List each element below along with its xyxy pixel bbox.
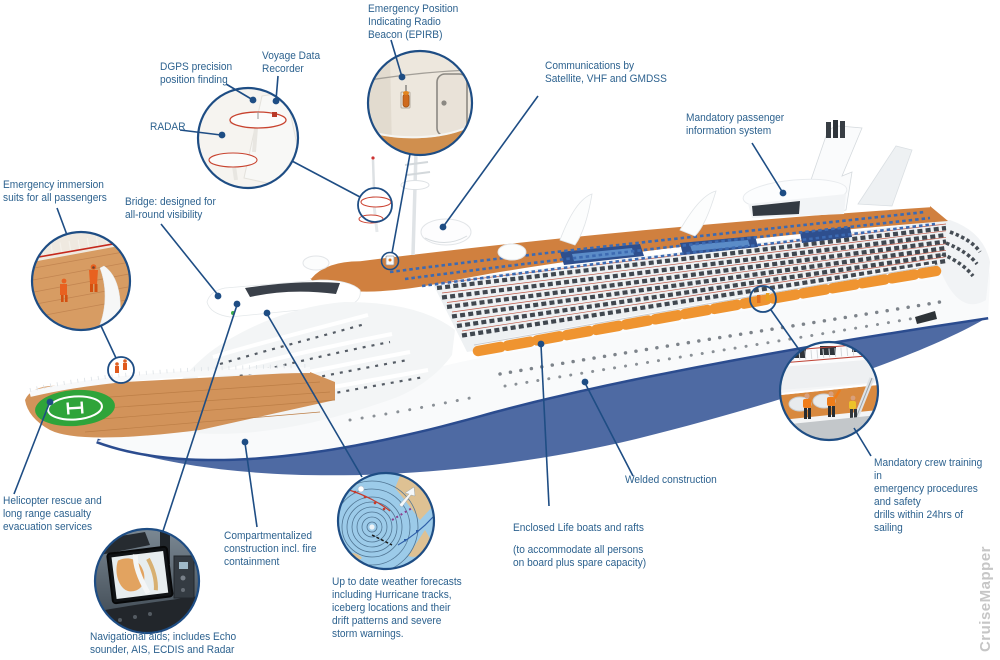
- epirb-callout-circle: [366, 49, 474, 157]
- foredeck: [25, 364, 336, 438]
- label-passenger-info: Mandatory passenger information system: [686, 112, 785, 137]
- highlight-epirb-station: [380, 251, 400, 271]
- label-dgps: DGPS precision position finding: [160, 61, 233, 86]
- label-lifeboats: Enclosed Life boats and rafts (to accomm…: [513, 509, 646, 583]
- label-lifeboats-main: Enclosed Life boats and rafts: [513, 522, 644, 534]
- highlight-crew-drill: [749, 285, 777, 313]
- deck-structures: [302, 151, 717, 271]
- watermark-cruisemapper: CruiseMapper: [977, 545, 994, 652]
- connector-lines: [13, 39, 872, 532]
- immersion-callout-circle: [30, 230, 132, 332]
- label-welded-construction: Welded construction: [625, 474, 717, 486]
- label-radar: RADAR: [150, 121, 186, 133]
- label-voyage-data-recorder: Voyage Data Recorder: [262, 50, 321, 75]
- label-bridge: Bridge: designed for all-round visibilit…: [125, 196, 216, 221]
- weather-callout-circle: [336, 471, 436, 571]
- pool-deck: [309, 204, 948, 292]
- highlight-bow-figures: [107, 356, 135, 384]
- label-epirb: Emergency Position Indicating Radio Beac…: [368, 3, 459, 41]
- label-lifeboats-sub: (to accommodate all persons on board plu…: [513, 544, 647, 569]
- highlight-mast-radar: [357, 187, 393, 223]
- label-weather-forecasts: Up to date weather forecasts including H…: [332, 576, 462, 640]
- label-communications: Communications by Satellite, VHF and GMD…: [545, 60, 667, 85]
- radar-callout-circle: [196, 86, 300, 190]
- lifeboat-row: [472, 263, 942, 359]
- connector-dots: [46, 73, 787, 446]
- label-immersion-suits: Emergency immersion suits for all passen…: [3, 179, 107, 204]
- label-compartmentalized: Compartmentalized construction incl. fir…: [224, 530, 317, 568]
- label-helicopter-rescue: Helicopter rescue and long range casualt…: [3, 495, 102, 533]
- helipad: [35, 389, 115, 427]
- nav-aids-callout-circle: [93, 527, 201, 635]
- label-nav-aids: Navigational aids; includes Echo sounder…: [90, 631, 237, 656]
- funnel: [742, 120, 913, 218]
- label-crew-training: Mandatory crew training in emergency pro…: [874, 457, 983, 534]
